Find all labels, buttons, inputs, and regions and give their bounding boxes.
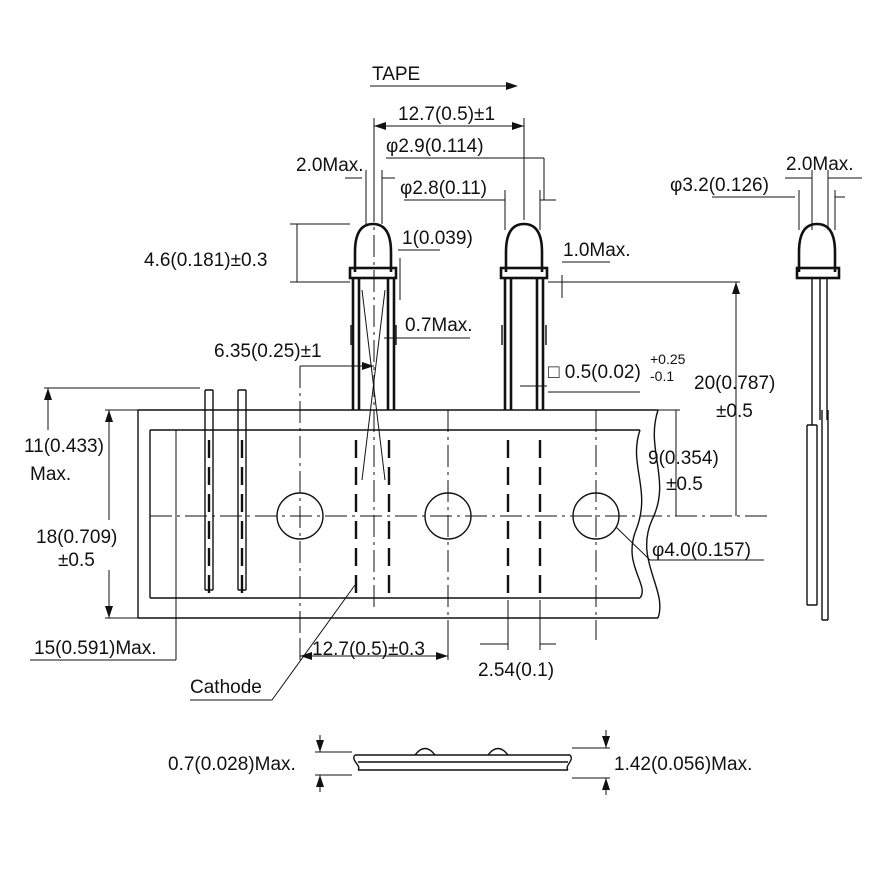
label-pitch-top: 12.7(0.5)±1: [398, 104, 495, 125]
label-thick-07: 0.7(0.028)Max.: [168, 754, 296, 775]
label-pitch-bottom: 12.7(0.5)±0.3: [312, 639, 425, 660]
label-height-9: 9(0.354): [648, 448, 719, 469]
label-tape: TAPE: [372, 64, 420, 85]
label-max-10: 1.0Max.: [563, 240, 631, 261]
label-height-20-tol: ±0.5: [716, 401, 753, 422]
side-view: [795, 222, 841, 621]
label-dia-28: φ2.8(0.11): [400, 178, 487, 199]
label-offset-635: 6.35(0.25)±1: [214, 341, 322, 362]
label-height-15: 15(0.591)Max.: [34, 638, 157, 659]
label-max-07: 0.7Max.: [405, 315, 473, 336]
label-height-11: 11(0.433): [24, 436, 104, 457]
led-left: [348, 222, 398, 481]
label-dia-29: φ2.9(0.114): [386, 136, 484, 157]
tape-thickness-view: [353, 747, 572, 771]
label-max-20-left: 2.0Max.: [296, 155, 364, 176]
label-hole-dia: φ4.0(0.157): [652, 540, 751, 561]
led-right: [499, 222, 549, 410]
label-dia-32: φ3.2(0.126): [670, 175, 769, 196]
label-sq-tol-plus: +0.25: [650, 351, 686, 367]
label-height-20: 20(0.787): [694, 373, 775, 394]
label-height-46: 4.6(0.181)±0.3: [144, 250, 267, 271]
dimension-labels: TAPE 12.7(0.5)±1 φ2.9(0.114) 2.0Max. φ2.…: [24, 64, 854, 775]
label-sq-tol-minus: -0.1: [650, 368, 674, 384]
label-cathode: Cathode: [190, 677, 262, 698]
label-height-18: 18(0.709): [36, 527, 117, 548]
label-sq-05: □ 0.5(0.02): [548, 362, 641, 383]
label-max-20-right: 2.0Max.: [786, 154, 854, 175]
label-lead-pitch: 2.54(0.1): [478, 660, 554, 681]
tape-strip: [137, 200, 770, 640]
cut-leads: [204, 389, 247, 591]
label-thick-142: 1.42(0.056)Max.: [614, 754, 752, 775]
label-height-9-tol: ±0.5: [666, 474, 703, 495]
dimension-lines: [30, 82, 862, 795]
label-height-18-tol: ±0.5: [58, 550, 95, 571]
label-flange-1: 1(0.039): [402, 228, 473, 249]
label-height-11-max: Max.: [30, 464, 71, 485]
